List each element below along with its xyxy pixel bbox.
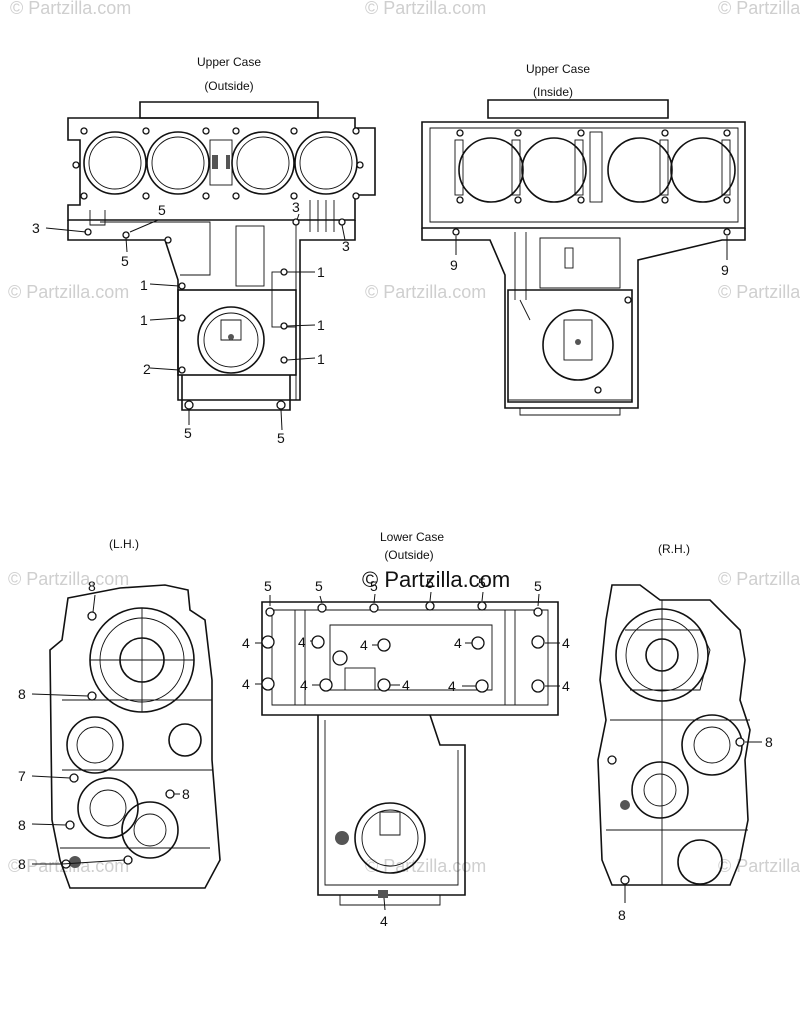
- view-title: Upper Case: [526, 62, 590, 76]
- watermark-text: © Partzilla.com: [8, 282, 129, 302]
- callout-number: 3: [32, 220, 40, 236]
- view-title: (R.H.): [658, 542, 690, 556]
- callout-number: 5: [184, 425, 192, 441]
- callout-number: 5: [121, 253, 129, 269]
- callout-number: 3: [292, 199, 300, 215]
- callout-number: 5: [426, 575, 434, 591]
- callout-number: 4: [380, 913, 388, 929]
- watermark-text: © Partzilla.com: [10, 0, 131, 18]
- callout-number: 4: [242, 635, 250, 651]
- lower-case-left-view: (L.H.) 8 8 7 8 8 8: [18, 537, 221, 889]
- watermark-text: © Partzilla.com: [365, 282, 486, 302]
- callout-number: 4: [360, 637, 368, 653]
- callout-number: 5: [478, 575, 486, 591]
- watermark-text: © Partzilla.com: [718, 569, 800, 589]
- callout-number: 5: [315, 578, 323, 594]
- watermark-text: © Partzilla.com: [718, 0, 800, 18]
- callout-number: 9: [450, 257, 458, 273]
- callout-number: 4: [562, 678, 570, 694]
- callout-number: 8: [88, 578, 96, 594]
- callout-number: 5: [534, 578, 542, 594]
- lower-case-right-view: (R.H.) 8 8: [597, 542, 773, 923]
- callout-number: 5: [158, 202, 166, 218]
- callout-number: 8: [182, 786, 190, 802]
- callout-number: 4: [242, 676, 250, 692]
- callout-number: 5: [370, 578, 378, 594]
- callout-number: 4: [300, 677, 308, 693]
- watermark-text: © Partzilla.com: [718, 856, 800, 876]
- upper-case-inside-view: Upper Case (Inside): [421, 62, 746, 416]
- callout-number: 4: [562, 635, 570, 651]
- callout-number: 8: [18, 686, 26, 702]
- callout-number: 8: [618, 907, 626, 923]
- view-subtitle: (Outside): [204, 79, 253, 93]
- watermark-text: © Partzilla.com: [365, 856, 486, 876]
- watermark-layer: © Partzilla.com © Partzilla.com © Partzi…: [8, 0, 800, 876]
- watermark-text: © Partzilla.com: [365, 0, 486, 18]
- callout-number: 1: [317, 264, 325, 280]
- watermark-text: © Partzilla.com: [718, 282, 800, 302]
- callout-number: 9: [721, 262, 729, 278]
- callout-number: 8: [765, 734, 773, 750]
- callout-number: 1: [317, 317, 325, 333]
- callout-number: 5: [277, 430, 285, 446]
- callout-number: 8: [18, 817, 26, 833]
- upper-case-outside-view: Upper Case (Outside): [32, 55, 376, 446]
- callout-number: 4: [298, 634, 306, 650]
- watermark-text-center: © Partzilla.com: [362, 567, 510, 592]
- lower-case-outside-view: Lower Case (Outside): [242, 530, 570, 929]
- callout-number: 1: [317, 351, 325, 367]
- callout-number: 2: [143, 361, 151, 377]
- callout-number: 4: [448, 678, 456, 694]
- callout-number: 3: [342, 238, 350, 254]
- view-title: Lower Case: [380, 530, 444, 544]
- view-title: Upper Case: [197, 55, 261, 69]
- callout-number: 1: [140, 277, 148, 293]
- view-title: (L.H.): [109, 537, 139, 551]
- callout-number: 4: [454, 635, 462, 651]
- callout-number: 4: [402, 677, 410, 693]
- callout-number: 7: [18, 768, 26, 784]
- callout-number: 5: [264, 578, 272, 594]
- callout-number: 8: [18, 856, 26, 872]
- view-subtitle: (Inside): [533, 85, 573, 99]
- view-subtitle: (Outside): [384, 548, 433, 562]
- callout-number: 1: [140, 312, 148, 328]
- watermark-text: © Partzilla.com: [8, 569, 129, 589]
